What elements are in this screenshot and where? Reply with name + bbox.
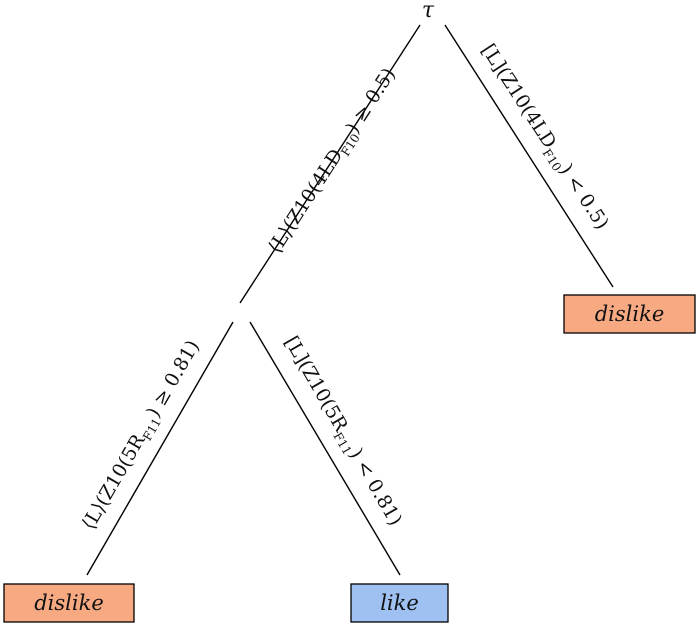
- edge-label-left-top: ⟨L⟩(Z10(4LDF10) ≥ 0.5): [264, 64, 403, 259]
- edge-label-right-top: [L](Z10(4LDF10) < 0.5): [474, 40, 613, 235]
- edge-label-right-bottom: [L](Z10(5RF11) < 0.81): [277, 332, 406, 531]
- edge-root-to-right: [444, 24, 614, 288]
- leaf-bottom-right-label: like: [380, 591, 419, 615]
- leaf-bottom-left-label: dislike: [34, 591, 104, 615]
- edge-node-to-right-leaf: [249, 321, 401, 576]
- edge-root-to-left: [239, 24, 421, 304]
- leaf-bottom-right-box: [350, 583, 449, 623]
- leaf-top-right-label: dislike: [595, 302, 665, 326]
- leaf-bottom-right: like: [350, 583, 449, 623]
- leaf-top-right: dislike: [563, 294, 696, 334]
- leaf-bottom-left: dislike: [3, 583, 135, 623]
- root-node-label: τ: [422, 0, 435, 23]
- edge-label-left-bottom: ⟨L⟩(Z10(5RF11) ≥ 0.81): [78, 336, 207, 535]
- edge-node-to-left-leaf: [86, 321, 234, 576]
- leaf-bottom-left-box: [3, 583, 135, 623]
- leaf-top-right-box: [563, 294, 696, 334]
